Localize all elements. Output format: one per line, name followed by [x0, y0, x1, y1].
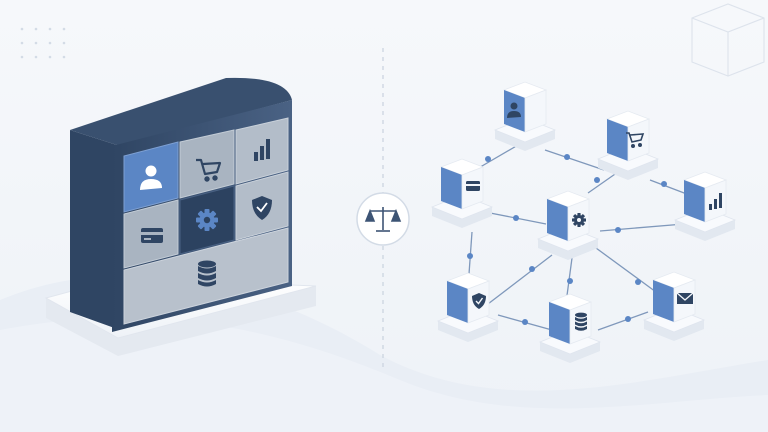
gear-icon: [572, 213, 586, 227]
service-node-database: [539, 293, 601, 364]
credit-card-icon: [466, 181, 480, 191]
shield-check-icon: [252, 196, 272, 220]
background-wave-light: [0, 318, 768, 432]
service-node-payments: [431, 158, 493, 229]
comparison-badge: [356, 192, 410, 246]
database-icon: [575, 312, 587, 331]
shopping-cart-icon: [626, 132, 645, 149]
service-node-security: [437, 272, 499, 343]
shield-check-icon: [472, 293, 486, 309]
shopping-cart-icon: [196, 158, 222, 182]
service-node-cart: [597, 110, 659, 181]
monolith-module-user: [123, 141, 179, 213]
credit-card-icon: [141, 228, 163, 243]
monolith-module-core: [179, 185, 235, 255]
monolith-case-side: [70, 130, 120, 330]
envelope-icon: [676, 292, 694, 304]
user-icon: [140, 165, 162, 190]
monolith-module-database: [123, 227, 289, 325]
user-icon: [507, 102, 521, 118]
monolith-module-payments: [123, 199, 179, 269]
database-icon: [198, 260, 216, 287]
service-node-user: [494, 81, 556, 152]
monolith-block: [44, 77, 317, 356]
decorative-dot-grid: [20, 27, 66, 59]
monolith-module-cart: [179, 129, 235, 199]
bar-chart-icon: [709, 193, 722, 210]
scale-balance-icon: [364, 207, 402, 232]
gear-icon: [196, 209, 218, 231]
monolith-case-top: [70, 77, 292, 146]
connection-dots: [467, 154, 667, 325]
service-node-messaging: [643, 271, 705, 342]
service-node-analytics: [674, 171, 736, 242]
bar-chart-icon: [254, 139, 270, 161]
decorative-wireframe-cube: [691, 3, 765, 77]
monolith-module-analytics: [235, 117, 289, 185]
monolith-module-security: [235, 171, 289, 241]
service-node-core: [537, 190, 599, 261]
